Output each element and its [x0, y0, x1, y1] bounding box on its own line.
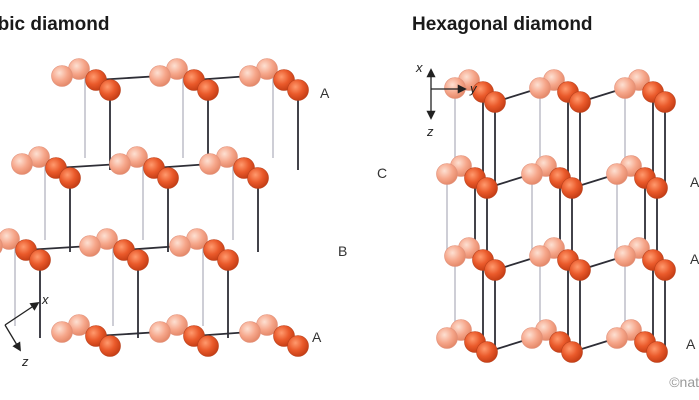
hexagonal-atoms	[436, 69, 676, 363]
cubic-atom-15	[0, 238, 3, 254]
hex-atom-69	[436, 327, 458, 349]
cubic-axis-x-label: x	[41, 292, 49, 307]
cubic-atom-46	[197, 335, 219, 357]
hex-atom-65	[614, 245, 636, 267]
cubic-diamond-title: ubic diamond	[0, 14, 110, 35]
cubic-atom-17	[169, 235, 191, 257]
hex-axis-z-label: z	[426, 124, 434, 139]
hex-atom-70	[521, 327, 543, 349]
cubic-atom-35	[247, 167, 269, 189]
cubic-atom-40	[127, 249, 149, 271]
hex-atom-81	[476, 177, 498, 199]
hexagonal-diamond-title: Hexagonal diamond	[412, 14, 593, 35]
cubic-atom-12	[0, 228, 20, 250]
hex-atom-76	[569, 91, 591, 113]
hex-atom-89	[654, 259, 676, 281]
cubic-layer-label-a-top: A	[320, 85, 330, 101]
hex-atom-93	[476, 341, 498, 363]
cubic-atom-29	[287, 79, 309, 101]
cubic-axes: x z	[4, 292, 49, 369]
hex-atom-75	[484, 91, 506, 113]
cubic-atom-10	[109, 153, 131, 175]
cubic-atom-27	[99, 79, 121, 101]
cubic-layer-label-a-bottom: A	[312, 329, 322, 345]
cubic-atom-9	[11, 153, 33, 175]
hex-atom-82	[561, 177, 583, 199]
hexagonal-axes: x y z	[415, 60, 478, 139]
hex-atom-95	[646, 341, 668, 363]
hexagonal-bonds	[446, 79, 666, 353]
cubic-atoms	[0, 58, 309, 357]
hex-layer-label-2: A	[690, 251, 699, 267]
cubic-atom-28	[197, 79, 219, 101]
hex-layer-label-1: A	[690, 174, 699, 190]
cubic-atom-5	[239, 65, 261, 87]
hex-atom-94	[561, 341, 583, 363]
cubic-layer-label-b: B	[338, 243, 347, 259]
hex-atom-64	[529, 245, 551, 267]
hex-atom-53	[614, 77, 636, 99]
hex-atom-59	[606, 163, 628, 185]
hex-atom-71	[606, 327, 628, 349]
cubic-atom-33	[59, 167, 81, 189]
hex-axis-y-label: y	[469, 81, 478, 96]
hex-atom-88	[569, 259, 591, 281]
cubic-atom-16	[79, 235, 101, 257]
hex-atom-57	[436, 163, 458, 185]
cubic-atom-4	[149, 65, 171, 87]
cubic-atom-45	[99, 335, 121, 357]
cubic-atom-47	[287, 335, 309, 357]
cubic-atom-22	[149, 321, 171, 343]
hex-layer-label-3: A	[686, 336, 696, 352]
hex-axis-x-label: x	[415, 60, 423, 75]
publisher-credit: ©nat	[669, 374, 699, 390]
cubic-atom-23	[239, 321, 261, 343]
cubic-atom-21	[51, 321, 73, 343]
cubic-atom-11	[199, 153, 221, 175]
hex-atom-63	[444, 245, 466, 267]
hex-atom-52	[529, 77, 551, 99]
hex-atom-83	[646, 177, 668, 199]
cubic-axis-z-label: z	[21, 354, 29, 369]
hex-atom-51	[444, 77, 466, 99]
cubic-atom-34	[157, 167, 179, 189]
hex-atom-77	[654, 91, 676, 113]
cubic-atom-3	[51, 65, 73, 87]
cubic-layer-label-c: C	[377, 165, 387, 181]
hex-atom-87	[484, 259, 506, 281]
cubic-atom-39	[29, 249, 51, 271]
cubic-atom-41	[217, 249, 239, 271]
hex-atom-58	[521, 163, 543, 185]
